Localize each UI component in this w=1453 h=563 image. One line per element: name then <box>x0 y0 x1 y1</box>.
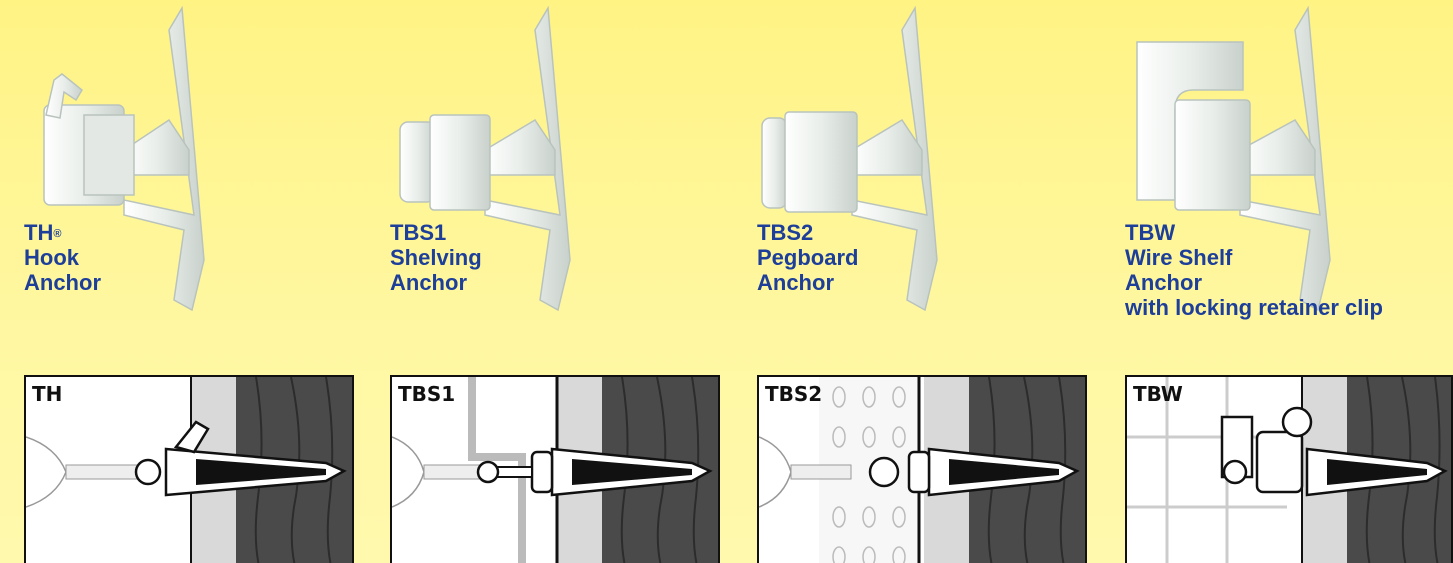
hook-install-icon <box>26 377 352 563</box>
wire-shelf-install-icon <box>1127 377 1451 563</box>
install-diagram-tbw: TBW <box>1125 375 1453 563</box>
panel-code: TBS2 <box>765 382 823 406</box>
install-diagram-tbs2: TBS2 <box>757 375 1087 563</box>
product-kind: Anchor <box>390 270 467 295</box>
panel-code: TH <box>32 382 63 406</box>
pegboard-anchor-icon <box>761 5 938 312</box>
product-label-tbs1: TBS1 Shelving Anchor <box>390 220 482 295</box>
install-diagram-th: TH <box>24 375 354 563</box>
product-label-tbs2: TBS2 Pegboard Anchor <box>757 220 858 295</box>
product-tbs2: TBS2 Pegboard Anchor <box>757 0 1087 340</box>
product-tbs1: TBS1 Shelving Anchor <box>390 0 720 340</box>
pegboard-install-icon <box>759 377 1085 563</box>
hook-anchor-icon <box>43 5 205 312</box>
product-code: TBS1 <box>390 220 447 245</box>
product-type: Shelving <box>390 245 482 270</box>
shelving-anchor-icon <box>399 5 571 312</box>
product-code: TH® <box>24 220 62 245</box>
product-label-tbw: TBW Wire Shelf Anchor with locking retai… <box>1125 220 1383 320</box>
product-code: TBW <box>1125 220 1176 245</box>
product-label-th: TH® Hook Anchor <box>24 220 101 295</box>
wire-shelf-anchor-icon <box>1136 5 1331 312</box>
install-diagram-tbs1: TBS1 <box>390 375 720 563</box>
product-kind: Anchor <box>757 270 834 295</box>
shelving-install-icon <box>392 377 718 563</box>
panel-code: TBW <box>1133 382 1183 406</box>
product-kind: Anchor <box>24 270 101 295</box>
panel-code: TBS1 <box>398 382 456 406</box>
product-note: with locking retainer clip <box>1125 295 1383 320</box>
product-type: Hook <box>24 245 79 270</box>
product-code: TBS2 <box>757 220 814 245</box>
product-kind: Anchor <box>1125 270 1202 295</box>
product-tbw: TBW Wire Shelf Anchor with locking retai… <box>1125 0 1453 340</box>
product-th: TH® Hook Anchor <box>24 0 354 340</box>
product-type: Pegboard <box>757 245 859 270</box>
product-type: Wire Shelf <box>1125 245 1233 270</box>
